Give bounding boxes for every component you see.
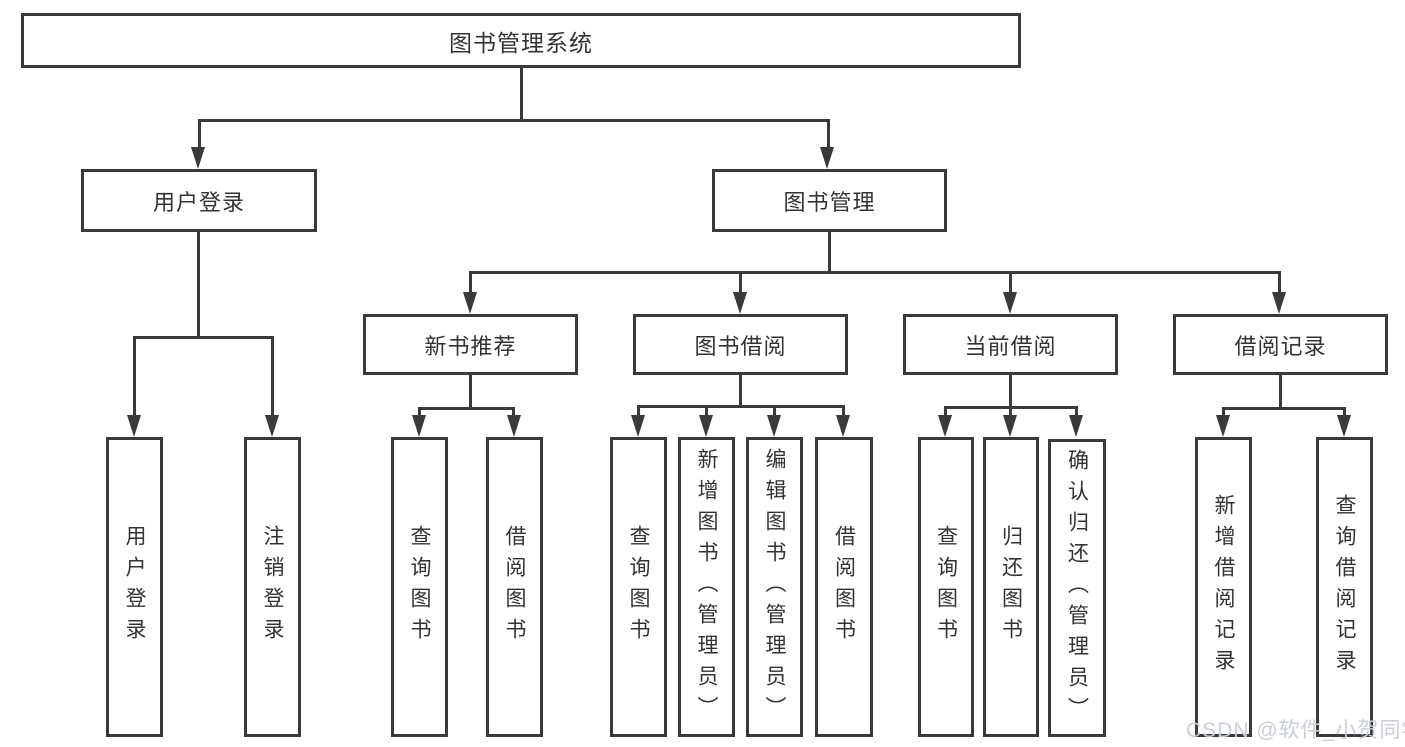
connector	[637, 405, 640, 415]
node-edit-book-admin: 编辑图书（管理员）	[746, 437, 803, 737]
node-user-login-leaf: 用户登录	[106, 437, 163, 737]
node-label: 新增借阅记录	[1212, 494, 1235, 680]
node-label: 确认归还（管理员）	[1065, 448, 1089, 728]
arrowhead	[631, 415, 645, 437]
connector	[739, 271, 742, 293]
node-label: 用户登录	[123, 525, 146, 649]
arrowhead	[1272, 292, 1286, 314]
connector	[133, 336, 274, 339]
node-label: 查询图书	[934, 525, 958, 649]
connector	[739, 375, 742, 405]
arrowhead	[820, 147, 834, 169]
watermark: CSDN @软件_小贺同学	[1186, 719, 1405, 742]
connector	[1222, 407, 1225, 415]
connector	[827, 119, 830, 147]
connector	[469, 375, 472, 407]
arrowhead	[1337, 415, 1351, 437]
node-label: 图书管理系统	[449, 29, 593, 56]
arrowhead	[191, 147, 205, 169]
arrowhead	[1216, 415, 1230, 437]
node-label: 当前借阅	[964, 333, 1057, 359]
node-label: 图书管理	[783, 189, 876, 215]
arrowhead	[507, 415, 521, 437]
connector	[637, 405, 845, 408]
node-label: 查询图书	[408, 525, 431, 649]
arrowhead	[463, 292, 477, 314]
node-add-book-admin: 新增图书（管理员）	[678, 437, 735, 737]
connector	[1343, 407, 1346, 415]
node-book-management: 图书管理	[712, 169, 947, 232]
connector	[197, 232, 200, 339]
node-label: 新增图书（管理员）	[695, 447, 718, 727]
node-label: 图书借阅	[694, 333, 787, 359]
node-user-login: 用户登录	[81, 169, 317, 232]
arrowhead	[767, 415, 781, 437]
node-query-books-borrowing: 查询图书	[610, 437, 667, 737]
connector	[1009, 271, 1012, 293]
node-query-borrow-record: 查询借阅记录	[1316, 437, 1373, 737]
arrowhead	[127, 415, 141, 437]
connector	[828, 232, 831, 274]
node-return-book: 归还图书	[983, 437, 1039, 737]
connector	[520, 68, 523, 119]
connector	[1278, 271, 1281, 293]
node-current-borrowing: 当前借阅	[903, 314, 1118, 375]
node-borrow-books-recommend: 借阅图书	[486, 437, 543, 737]
connector	[1009, 406, 1012, 415]
arrowhead	[265, 415, 279, 437]
node-add-borrow-record: 新增借阅记录	[1195, 437, 1252, 737]
node-query-books-recommend: 查询图书	[391, 437, 448, 737]
arrowhead	[938, 415, 952, 437]
node-label: 编辑图书（管理员）	[763, 447, 786, 727]
node-borrowing-records: 借阅记录	[1173, 314, 1388, 375]
connector	[418, 407, 421, 415]
arrowhead	[412, 415, 426, 437]
node-label: 新书推荐	[424, 333, 517, 359]
node-query-books-current: 查询图书	[918, 437, 974, 737]
connector	[133, 336, 136, 415]
connector	[773, 405, 776, 415]
arrowhead	[1003, 415, 1017, 437]
node-new-book-recommendation: 新书推荐	[363, 314, 578, 375]
node-label: 借阅记录	[1234, 333, 1327, 359]
connector	[1279, 375, 1282, 407]
connector	[1222, 407, 1345, 410]
node-label: 注销登录	[261, 525, 284, 649]
node-borrow-books-leaf: 借阅图书	[815, 437, 873, 737]
connector	[705, 405, 708, 415]
node-confirm-return-admin: 确认归还（管理员）	[1048, 439, 1106, 737]
connector	[198, 119, 201, 147]
node-label: 用户登录	[152, 189, 245, 215]
connector	[1009, 375, 1012, 406]
node-label: 查询借阅记录	[1333, 494, 1356, 680]
connector	[1075, 406, 1078, 415]
node-label: 借阅图书	[503, 525, 526, 649]
connector	[512, 407, 515, 415]
connector	[469, 271, 472, 293]
arrowhead	[836, 415, 850, 437]
node-library-management-system: 图书管理系统	[21, 13, 1021, 68]
node-book-borrowing: 图书借阅	[633, 314, 848, 375]
node-label: 查询图书	[627, 525, 650, 649]
node-label: 借阅图书	[832, 525, 856, 649]
arrowhead	[699, 415, 713, 437]
connector	[198, 119, 830, 122]
connector	[418, 407, 515, 410]
node-label: 归还图书	[999, 525, 1023, 649]
node-logout: 注销登录	[244, 437, 301, 737]
connector	[469, 271, 1281, 274]
arrowhead	[1003, 292, 1017, 314]
connector	[944, 406, 947, 415]
connector	[271, 336, 274, 415]
connector	[842, 405, 845, 415]
arrowhead	[733, 292, 747, 314]
arrowhead	[1069, 415, 1083, 437]
